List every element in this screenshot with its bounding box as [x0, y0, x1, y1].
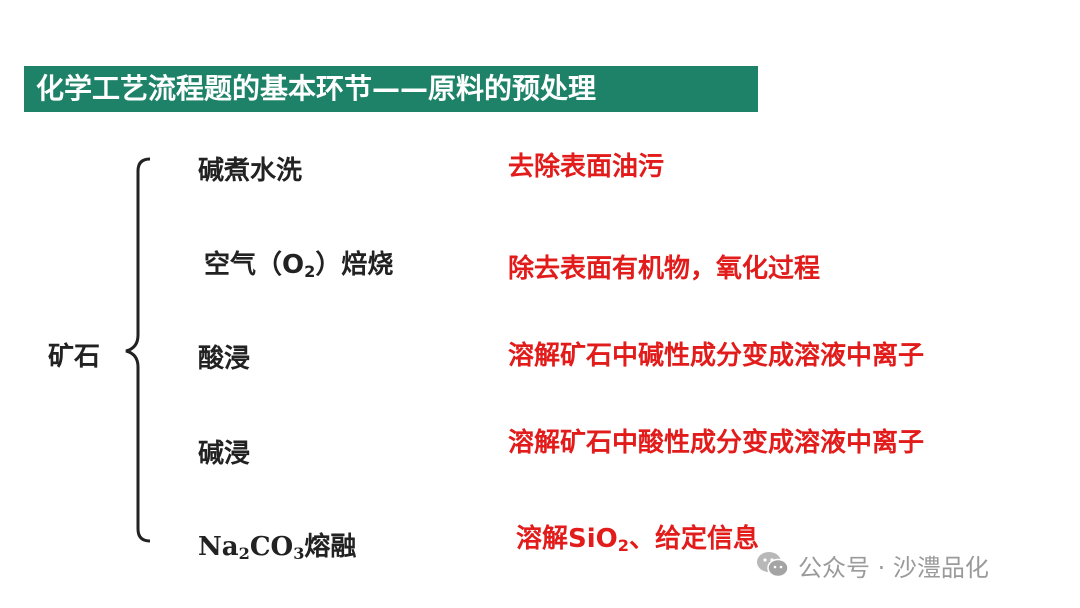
watermark: 公众号 · 沙澧品化 — [756, 550, 989, 582]
slide-title: 化学工艺流程题的基本环节——原料的预处理 — [24, 66, 758, 112]
step-desc-1: 去除表面油污 — [508, 152, 665, 182]
step-label-2: 空气（O2）焙烧 — [204, 250, 394, 282]
step-label-4: 碱浸 — [198, 439, 251, 469]
step-label-3: 酸浸 — [198, 344, 251, 374]
step-desc-3: 溶解矿石中碱性成分变成溶液中离子 — [508, 341, 925, 371]
step-label-5: Na2CO3熔融 — [198, 532, 357, 564]
step-desc-2: 除去表面有机物，氧化过程 — [508, 254, 821, 284]
curly-brace — [125, 157, 151, 543]
wechat-icon — [757, 552, 789, 578]
step-label-1: 碱煮水洗 — [198, 156, 303, 186]
step-desc-4: 溶解矿石中酸性成分变成溶液中离子 — [508, 428, 925, 458]
watermark-text: 公众号 · 沙澧品化 — [798, 553, 989, 582]
root-label: 矿石 — [48, 342, 101, 372]
step-desc-5: 溶解SiO2、给定信息 — [516, 524, 759, 556]
